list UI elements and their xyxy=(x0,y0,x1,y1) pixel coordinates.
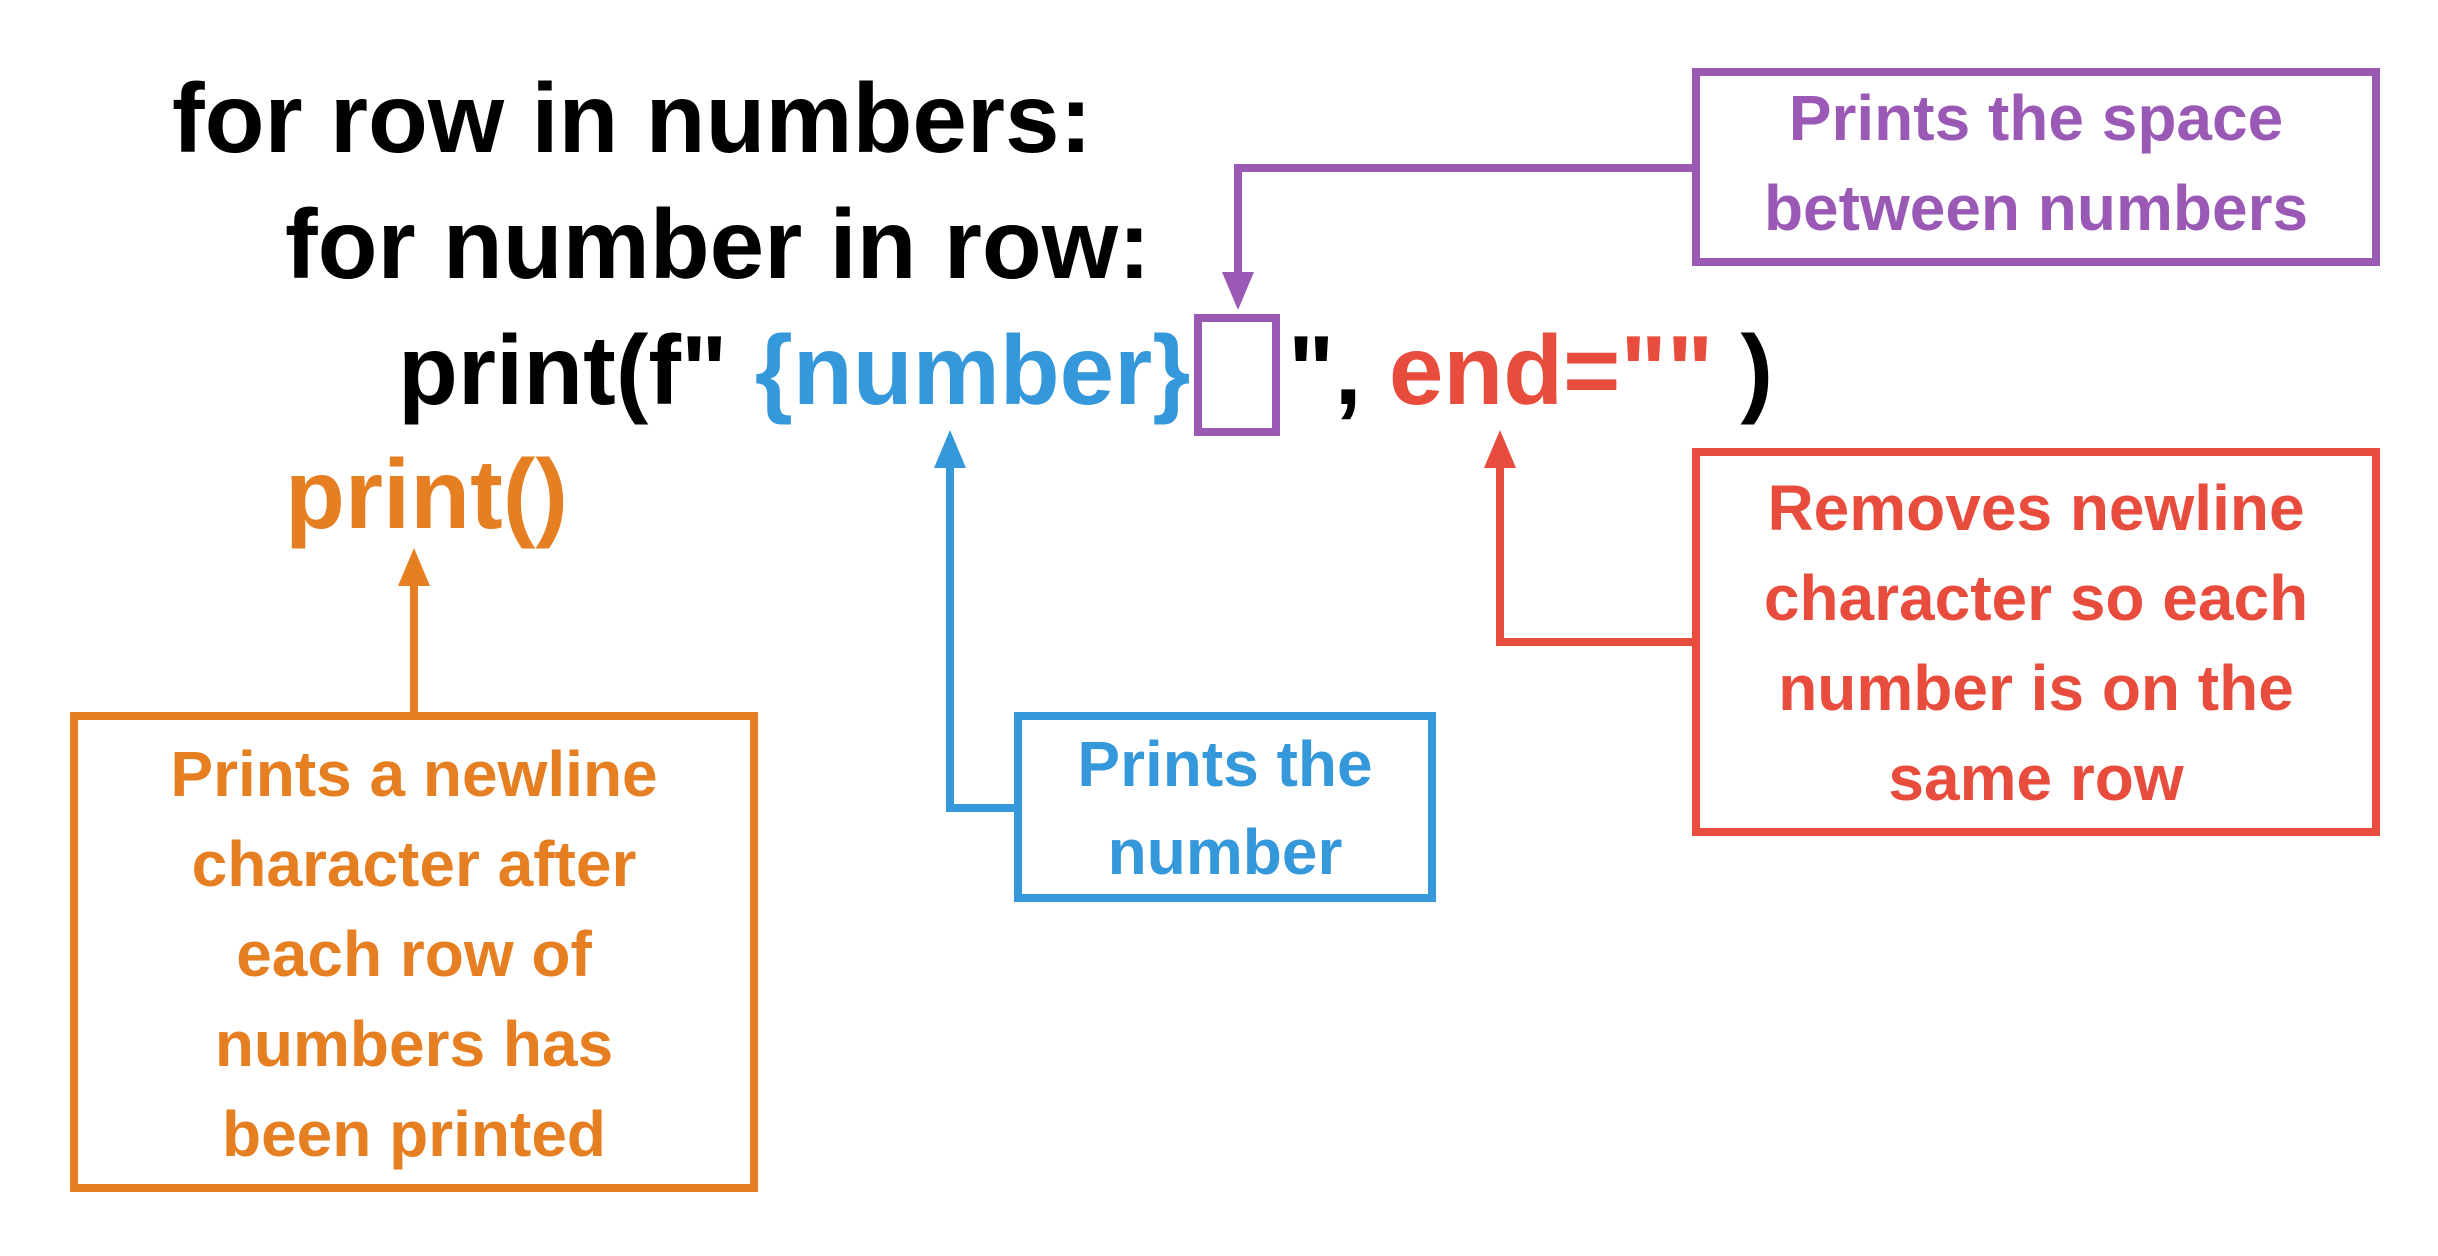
annotation-number: Prints the number xyxy=(934,430,1436,902)
code-line-print-newline: print() xyxy=(285,439,568,549)
annotation-space: Prints the space between numbers xyxy=(1222,68,2380,310)
annotation-end: Removes newline character so each number… xyxy=(1484,430,2380,836)
code-block: for row in numbers: for number in row: p… xyxy=(172,63,1773,549)
annotation-number-text-1: Prints the xyxy=(1077,728,1372,800)
annotation-end-text-2: character so each xyxy=(1764,562,2308,634)
code-print-separator: ", xyxy=(1288,315,1389,425)
annotation-print-text-3: each row of xyxy=(236,918,592,990)
annotation-number-arrow-line xyxy=(946,462,1018,812)
code-line-outer-loop: for row in numbers: xyxy=(172,63,1092,173)
annotation-print: Prints a newline character after each ro… xyxy=(70,548,758,1192)
code-line-print-args: ", end="" ) xyxy=(1288,315,1773,425)
annotation-number-text-2: number xyxy=(1108,816,1343,888)
code-line-inner-loop: for number in row: xyxy=(285,189,1151,299)
annotation-print-text-1: Prints a newline xyxy=(170,738,657,810)
annotation-space-text-2: between numbers xyxy=(1764,172,2308,244)
annotation-end-arrow-line xyxy=(1496,462,1696,646)
annotation-end-arrowhead xyxy=(1484,430,1516,468)
annotation-number-arrowhead xyxy=(934,430,966,468)
annotation-print-text-5: been printed xyxy=(222,1098,606,1170)
annotation-print-arrowhead xyxy=(398,548,430,586)
annotation-end-text-3: number is on the xyxy=(1778,652,2294,724)
code-line-print-call: print(f" {number} xyxy=(398,315,1190,425)
code-number-placeholder: {number} xyxy=(755,315,1191,425)
code-print-close: ) xyxy=(1741,315,1774,425)
annotation-space-text-1: Prints the space xyxy=(1789,82,2283,154)
code-print-prefix: print(f" xyxy=(398,315,727,425)
annotation-end-text-1: Removes newline xyxy=(1767,472,2304,544)
space-highlight-box xyxy=(1194,314,1280,436)
annotation-space-arrow-line xyxy=(1234,164,1696,280)
annotation-print-text-2: character after xyxy=(192,828,637,900)
annotation-space-arrowhead xyxy=(1222,272,1254,310)
annotation-end-text-4: same row xyxy=(1888,742,2183,814)
annotation-print-text-4: numbers has xyxy=(215,1008,613,1080)
code-end-argument: end="" xyxy=(1389,315,1713,425)
